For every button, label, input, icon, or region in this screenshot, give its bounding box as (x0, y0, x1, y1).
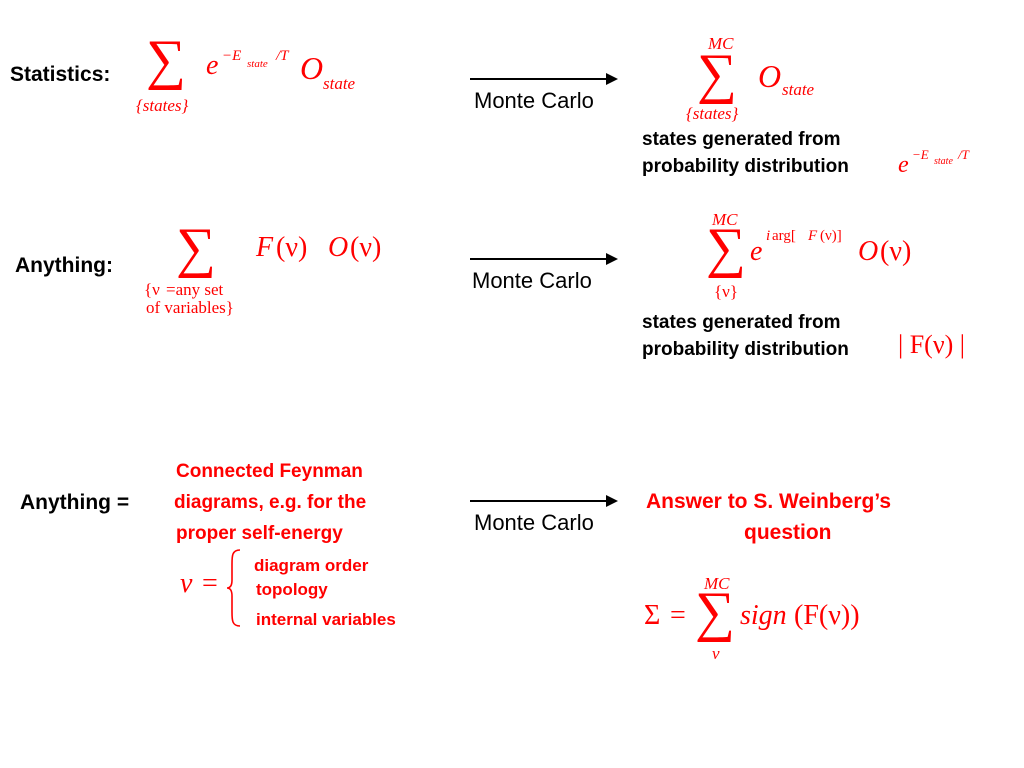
func-o: O (328, 232, 349, 263)
arrow-label-row1: Monte Carlo (474, 88, 594, 113)
nu-item-diagram-order: diagram order (254, 556, 369, 575)
sum-range-states: {states} (136, 96, 189, 115)
answer-mc-superscript: MC (704, 574, 730, 593)
mc-sum-range-nu: {ν} (714, 282, 739, 301)
label-anything-eq: Anything = (20, 491, 130, 514)
mc-superscript-row2: MC (712, 210, 738, 229)
exp-base: e (206, 50, 219, 81)
answer-bigsigma: Σ (644, 600, 661, 631)
dist-text-row1-line2: probability distribution (642, 156, 849, 177)
sum-symbol: ∑ (146, 29, 186, 91)
mc-superscript: MC (708, 34, 734, 53)
arrow-row2 (470, 253, 618, 265)
func-f-arg: (ν) (276, 232, 308, 263)
arrow-row3 (470, 495, 618, 507)
answer-line1: Answer to S. Weinberg’s (646, 490, 892, 513)
answer-equals: = (670, 600, 686, 631)
nu-item-internal-variables: internal variables (256, 610, 396, 629)
mc-sum-symbol: ∑ (697, 43, 737, 105)
label-anything: Anything: (15, 254, 113, 277)
mc-exp-arg-open: arg[ (772, 228, 796, 244)
feynman-line1: Connected Feynman (176, 461, 363, 482)
range-any-set: =any set (166, 280, 224, 299)
dist-text-row2-line2: probability distribution (642, 339, 849, 360)
mc-exp-i: i (766, 228, 771, 244)
observable-o: O (300, 50, 324, 86)
answer-line2: question (744, 521, 832, 544)
mc-observable-state-sub: state (782, 80, 815, 99)
range-nu-open: {ν (144, 280, 160, 299)
dist-exp-minus-e: −E (912, 147, 929, 162)
dist-exp-over-t: /T (958, 147, 969, 162)
nu-item-topology: topology (256, 580, 328, 599)
dist-abs-f: | F(ν) | (898, 330, 965, 359)
answer-sum-range-nu: ν (712, 644, 720, 663)
observable-state-sub: state (323, 74, 356, 93)
exp-over-t: /T (276, 48, 289, 64)
func-f: F (256, 232, 274, 263)
range-of-variables: of variables} (146, 298, 234, 317)
nu-symbol: ν (180, 568, 193, 599)
arrow-row1 (470, 73, 618, 85)
nu-equals: = (202, 568, 218, 599)
curly-brace-icon (226, 549, 241, 627)
answer-sign: sign (740, 600, 787, 631)
sum-symbol-row2: ∑ (176, 217, 216, 279)
mc-sum-symbol-row2: ∑ (706, 217, 746, 279)
feynman-line3: proper self-energy (176, 523, 343, 544)
mc-exp-base: e (750, 236, 763, 267)
exp-minus-e: −E (222, 48, 242, 64)
dist-exp-base: e (898, 152, 909, 178)
answer-sign-arg: (F(ν)) (794, 600, 860, 631)
arrow-label-row3: Monte Carlo (474, 510, 594, 535)
exp-state-sub: state (247, 58, 268, 70)
label-statistics: Statistics: (10, 63, 111, 86)
answer-sum-symbol: ∑ (695, 581, 735, 643)
func-o-arg: (ν) (350, 232, 382, 263)
mc-func-o-arg: (ν) (880, 236, 912, 267)
dist-text-row1-line1: states generated from (642, 129, 841, 150)
mc-exp-arg-close: (ν)] (820, 228, 842, 244)
mc-observable-o: O (758, 58, 782, 94)
mc-exp-f: F (808, 228, 818, 244)
feynman-line2: diagrams, e.g. for the (174, 492, 367, 513)
arrow-label-row2: Monte Carlo (472, 268, 592, 293)
dist-exp-state-sub: state (934, 156, 953, 167)
mc-sum-range-states: {states} (686, 104, 739, 123)
dist-text-row2-line1: states generated from (642, 312, 841, 333)
mc-func-o: O (858, 236, 879, 267)
